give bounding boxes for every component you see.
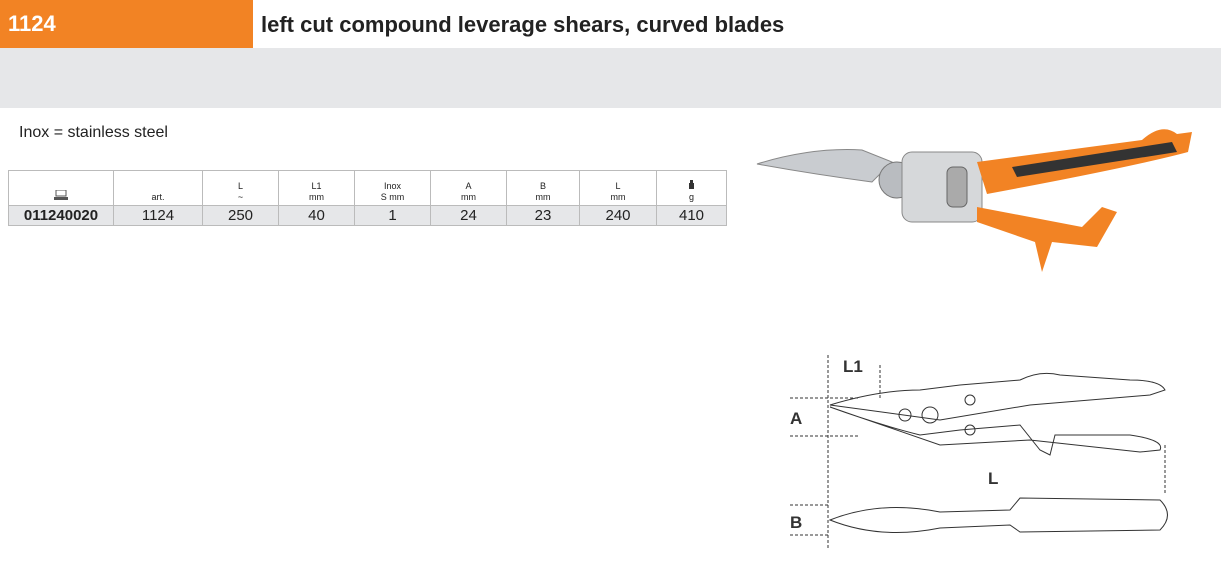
product-code: 1124 (0, 0, 253, 48)
header-length: L (615, 181, 621, 191)
table-row: 011240020 1124 250 40 1 24 23 240 410 (8, 205, 727, 226)
header-unit: g (688, 192, 694, 202)
cell-l1: 40 (278, 205, 355, 226)
header-a: A (465, 181, 472, 191)
header-unit: mm (610, 192, 626, 202)
product-photo (756, 129, 1192, 272)
weight-icon (688, 180, 695, 191)
cell-a: 24 (430, 205, 507, 226)
header-l1: L1 (311, 181, 322, 191)
header-art: art. (151, 192, 165, 202)
label-a: A (790, 409, 802, 428)
cell-length: 240 (579, 205, 657, 226)
legend-note: Inox = stainless steel (19, 124, 168, 141)
header-band (0, 48, 1221, 108)
label-b: B (790, 513, 802, 532)
cell-l: 250 (202, 205, 279, 226)
header-unit: ~ (237, 192, 244, 202)
header-unit: mm (461, 192, 476, 202)
cell-b: 23 (506, 205, 580, 226)
dimension-diagram: L1 A L B (790, 355, 1168, 550)
header-l: L (237, 181, 243, 191)
header-inox: Inox (383, 181, 401, 191)
product-title: left cut compound leverage shears, curve… (261, 12, 785, 37)
cell-art: 1124 (113, 205, 203, 226)
header-b: B (539, 181, 546, 191)
cell-code: 011240020 (8, 205, 114, 226)
catalog-icon (8, 170, 114, 206)
header-unit: S mm (380, 192, 405, 202)
header-unit: mm (535, 192, 551, 202)
cell-weight: 410 (656, 205, 727, 226)
label-l1: L1 (843, 357, 863, 376)
cell-inox: 1 (354, 205, 431, 226)
header-unit: mm (309, 192, 324, 202)
label-l: L (988, 469, 998, 488)
